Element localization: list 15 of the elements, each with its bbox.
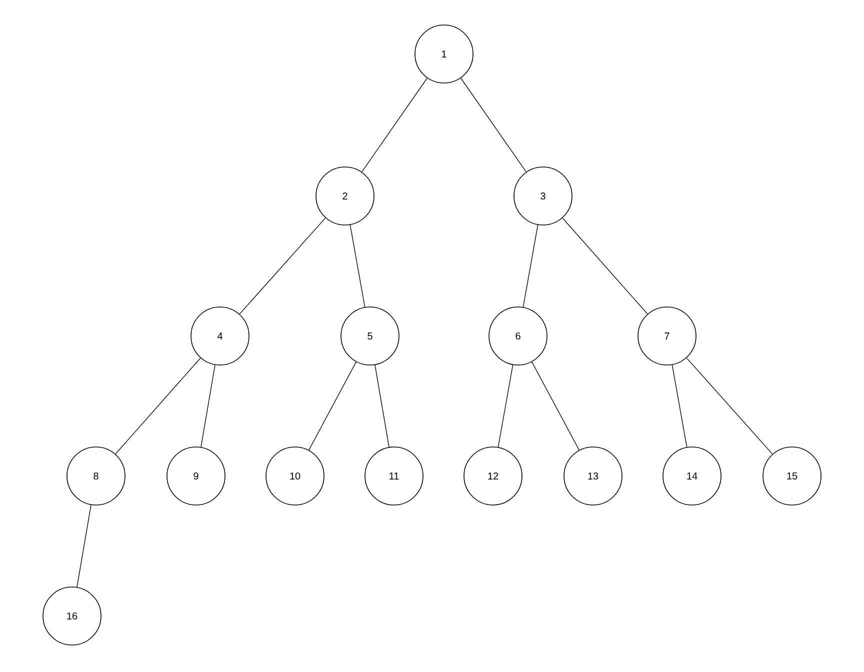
tree-edge <box>361 78 428 172</box>
tree-edge <box>76 504 92 588</box>
tree-edge <box>460 78 527 172</box>
tree-edge <box>308 362 356 450</box>
tree-edge <box>200 364 216 448</box>
tree-edge <box>532 362 580 450</box>
tree-edge <box>374 364 390 448</box>
tree-edge <box>672 364 688 448</box>
tree-edge <box>562 218 648 314</box>
tree-edge <box>350 224 366 308</box>
tree-edge <box>115 358 201 454</box>
tree-edge <box>498 364 514 448</box>
tree-edge <box>522 224 538 308</box>
tree-edge <box>239 218 326 314</box>
tree-edge <box>686 358 773 454</box>
